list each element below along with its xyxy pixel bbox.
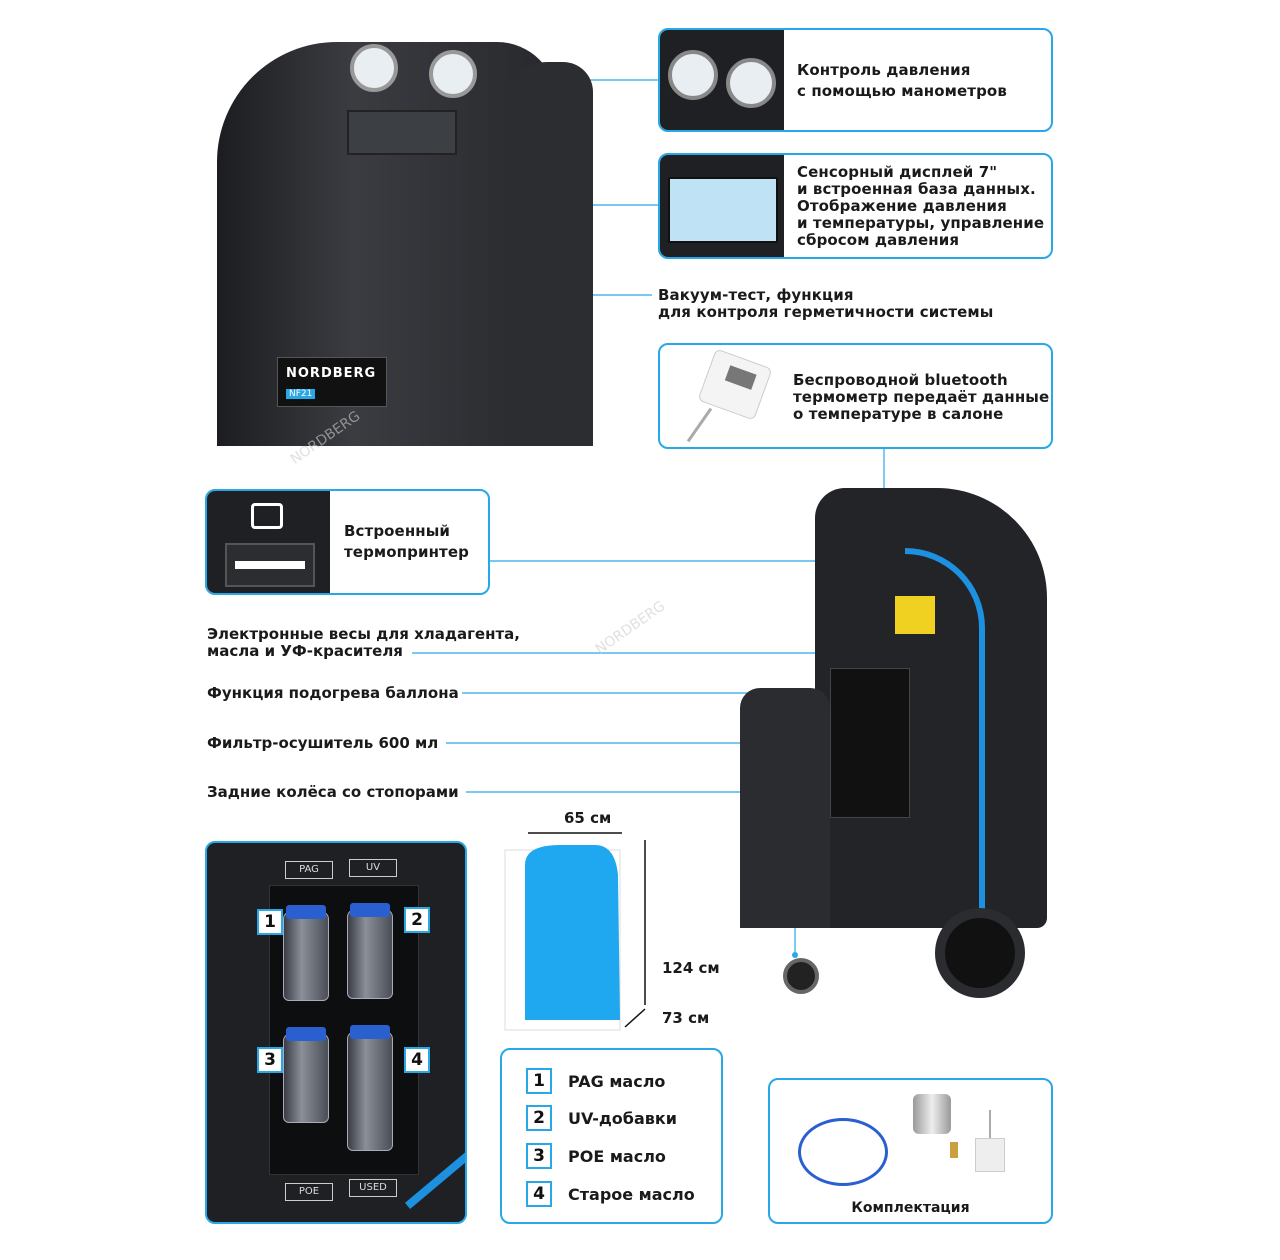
callout-heating: Функция подогрева баллона bbox=[207, 684, 459, 702]
callout-printer: Встроенный термопринтер bbox=[205, 489, 490, 595]
bottle-legend: 1 PAG масло 2 UV-добавки 3 POE масло 4 Старо… bbox=[500, 1048, 723, 1224]
legend-number: 2 bbox=[526, 1105, 552, 1131]
callout-text: Вакуум-тест, функция bbox=[658, 286, 854, 304]
caster-icon bbox=[783, 958, 819, 994]
callout-text: с помощью манометров bbox=[797, 82, 1007, 100]
gauge-icon bbox=[350, 44, 398, 92]
tag-pag: PAG bbox=[285, 861, 333, 879]
watermark: NORDBERG bbox=[592, 598, 669, 658]
legend-item: 3 POE масло bbox=[526, 1143, 666, 1169]
legend-number: 1 bbox=[526, 1068, 552, 1094]
legend-item: 4 Старое масло bbox=[526, 1181, 695, 1207]
bottle-number-2: 2 bbox=[404, 907, 430, 933]
callout-text: Встроенный bbox=[344, 522, 451, 540]
machine-side-image bbox=[735, 488, 1055, 1008]
kit-box: Комплектация bbox=[768, 1078, 1053, 1224]
usb-cable-icon bbox=[798, 1118, 888, 1186]
dimensions-diagram bbox=[504, 832, 646, 1031]
callout-thermometer: Беспроводной bluetooth термометр передаё… bbox=[658, 343, 1053, 449]
thermometer-icon bbox=[975, 1138, 1005, 1172]
callout-filter: Фильтр-осушитель 600 мл bbox=[207, 734, 439, 752]
callout-text: и встроенная база данных. bbox=[797, 180, 1036, 198]
brand-logo: NORDBERG bbox=[286, 366, 377, 381]
bottle-number-4: 4 bbox=[404, 1047, 430, 1073]
callout-text: Сенсорный дисплей 7" bbox=[797, 163, 998, 181]
callout-text: о температуре в салоне bbox=[793, 405, 1004, 423]
tag-poe: POE bbox=[285, 1183, 333, 1201]
legend-label: Старое масло bbox=[568, 1184, 695, 1204]
callout-scales: Электронные весы для хладагента, масла и… bbox=[207, 626, 520, 660]
legend-number: 4 bbox=[526, 1181, 552, 1207]
printer-icon bbox=[251, 503, 283, 529]
callout-text: Контроль давления bbox=[797, 61, 971, 79]
brand-plate: NORDBERG NF21 bbox=[277, 357, 387, 407]
callout-text: сбросом давления bbox=[797, 231, 960, 249]
display-thumbnail bbox=[660, 155, 784, 257]
callout-vacuum: Вакуум-тест, функция для контроля гермет… bbox=[658, 287, 993, 321]
legend-label: UV-добавки bbox=[568, 1108, 677, 1128]
callout-gauges: Контроль давления с помощью манометров bbox=[658, 28, 1053, 132]
legend-number: 3 bbox=[526, 1143, 552, 1169]
bottle-number-1: 1 bbox=[257, 909, 283, 935]
callout-text: Электронные весы для хладагента, bbox=[207, 625, 520, 643]
gauge-icon bbox=[429, 50, 477, 98]
dimension-width: 65 см bbox=[564, 809, 612, 827]
legend-item: 2 UV-добавки bbox=[526, 1105, 677, 1131]
wheel-icon bbox=[935, 908, 1025, 998]
dimension-depth: 73 см bbox=[662, 1009, 710, 1027]
bottle-number-3: 3 bbox=[257, 1047, 283, 1073]
callout-display: Сенсорный дисплей 7" и встроенная база д… bbox=[658, 153, 1053, 259]
tag-used: USED bbox=[349, 1179, 397, 1197]
model-badge: NF21 bbox=[286, 389, 316, 399]
callout-text: масла и УФ-красителя bbox=[207, 642, 403, 660]
callout-text: термопринтер bbox=[344, 543, 469, 561]
callout-wheels: Задние колёса со стопорами bbox=[207, 783, 459, 801]
callout-text: Беспроводной bluetooth bbox=[793, 371, 1008, 389]
callout-text: для контроля герметичности системы bbox=[658, 303, 994, 321]
machine-closeup-image: NORDBERG NF21 bbox=[207, 22, 593, 446]
weight-icon bbox=[913, 1094, 951, 1134]
gauges-thumbnail bbox=[660, 30, 784, 130]
legend-label: POE масло bbox=[568, 1146, 666, 1166]
printer-thumbnail bbox=[207, 491, 330, 593]
legend-label: PAG масло bbox=[568, 1071, 666, 1091]
dimension-height: 124 см bbox=[662, 959, 720, 977]
tag-uv: UV bbox=[349, 859, 397, 877]
callout-text: термометр передаёт данные bbox=[793, 388, 1050, 406]
legend-item: 1 PAG масло bbox=[526, 1068, 665, 1094]
callout-text: и температуры, управление bbox=[797, 214, 1045, 232]
machine-silhouette bbox=[525, 845, 620, 1020]
kit-label: Комплектация bbox=[851, 1200, 970, 1216]
bottles-closeup: PAG UV 1 2 3 4 POE USED bbox=[205, 841, 467, 1224]
callout-text: Отображение давления bbox=[797, 197, 1007, 215]
